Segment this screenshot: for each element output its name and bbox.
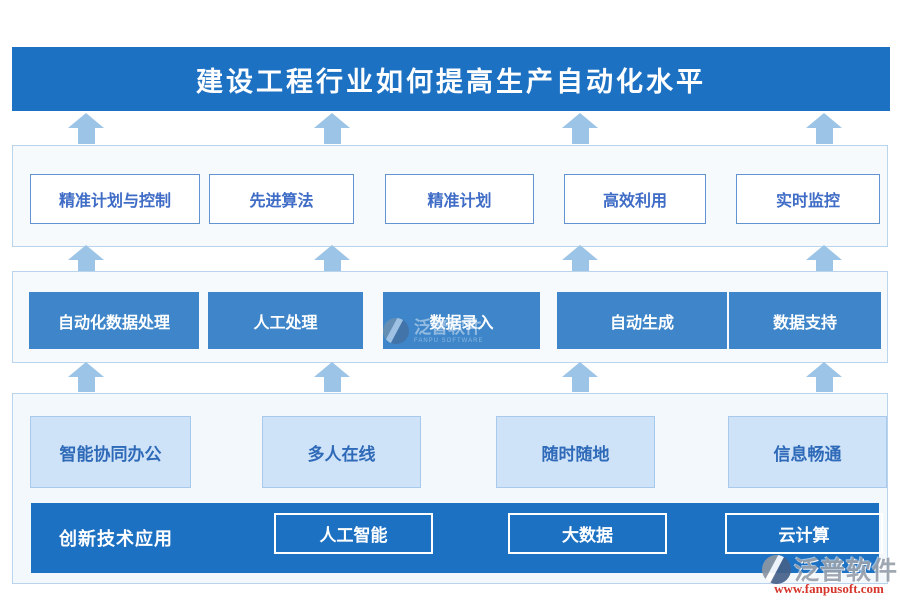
up-arrow-icon xyxy=(806,113,842,144)
level1-box-4: 高效利用 xyxy=(564,174,706,224)
arrow-head xyxy=(562,113,598,128)
up-arrow-icon xyxy=(314,245,350,272)
up-arrow-icon xyxy=(806,362,842,392)
up-arrow-icon xyxy=(68,113,104,144)
arrow-head xyxy=(806,245,842,260)
up-arrow-icon xyxy=(562,113,598,144)
arrow-head xyxy=(806,113,842,128)
arrow-stem xyxy=(77,377,95,392)
up-arrow-icon xyxy=(314,113,350,144)
arrow-stem xyxy=(815,260,833,272)
bottom-bar: 创新技术应用 人工智能 大数据 云计算 xyxy=(31,503,883,573)
title-banner: 建设工程行业如何提高生产自动化水平 xyxy=(12,47,890,111)
arrow-stem xyxy=(77,128,95,144)
level3-box-4: 信息畅通 xyxy=(728,416,887,488)
arrow-head xyxy=(314,245,350,260)
arrow-head xyxy=(806,362,842,377)
arrow-stem xyxy=(571,128,589,144)
up-arrow-icon xyxy=(562,362,598,392)
arrow-head xyxy=(68,362,104,377)
level2-box-2: 人工处理 xyxy=(208,292,363,349)
up-arrow-icon xyxy=(68,245,104,272)
level3-box-2: 多人在线 xyxy=(262,416,421,488)
watermark-url: www.fanpusoft.com xyxy=(774,581,884,596)
arrow-stem xyxy=(323,128,341,144)
level1-box-5: 实时监控 xyxy=(736,174,880,224)
arrow-row-bottom xyxy=(12,362,888,392)
level3-box-3: 随时随地 xyxy=(496,416,655,488)
level2-panel: 自动化数据处理 人工处理 数据录入 自动生成 数据支持 xyxy=(12,271,888,363)
arrow-head xyxy=(68,245,104,260)
up-arrow-icon xyxy=(68,362,104,392)
arrow-stem xyxy=(323,377,341,392)
level2-box-5: 数据支持 xyxy=(729,292,881,349)
bottom-bar-box-1: 人工智能 xyxy=(274,513,433,554)
arrow-row-middle xyxy=(12,245,888,272)
arrow-head xyxy=(68,113,104,128)
bottom-bar-box-3: 云计算 xyxy=(725,513,883,554)
arrow-row-top xyxy=(12,113,888,144)
level1-box-1: 精准计划与控制 xyxy=(30,174,200,224)
arrow-stem xyxy=(571,377,589,392)
level3-box-1: 智能协同办公 xyxy=(30,416,191,488)
bottom-bar-box-2: 大数据 xyxy=(508,513,667,554)
arrow-head xyxy=(562,362,598,377)
arrow-stem xyxy=(323,260,341,272)
up-arrow-icon xyxy=(806,245,842,272)
level1-box-2: 先进算法 xyxy=(209,174,354,224)
level2-box-1: 自动化数据处理 xyxy=(29,292,199,349)
arrow-head xyxy=(562,245,598,260)
level1-box-3: 精准计划 xyxy=(385,174,534,224)
level2-box-3: 数据录入 xyxy=(383,292,540,349)
arrow-stem xyxy=(815,377,833,392)
up-arrow-icon xyxy=(314,362,350,392)
level3-panel: 智能协同办公 多人在线 随时随地 信息畅通 创新技术应用 人工智能 大数据 云计… xyxy=(12,393,888,584)
arrow-stem xyxy=(571,260,589,272)
arrow-head xyxy=(314,113,350,128)
level1-panel: 精准计划与控制 先进算法 精准计划 高效利用 实时监控 xyxy=(12,145,888,247)
page-title: 建设工程行业如何提高生产自动化水平 xyxy=(196,66,706,97)
arrow-head xyxy=(314,362,350,377)
level2-box-4: 自动生成 xyxy=(557,292,727,349)
arrow-stem xyxy=(815,128,833,144)
arrow-stem xyxy=(77,260,95,272)
up-arrow-icon xyxy=(562,245,598,272)
bottom-bar-label: 创新技术应用 xyxy=(59,529,173,549)
